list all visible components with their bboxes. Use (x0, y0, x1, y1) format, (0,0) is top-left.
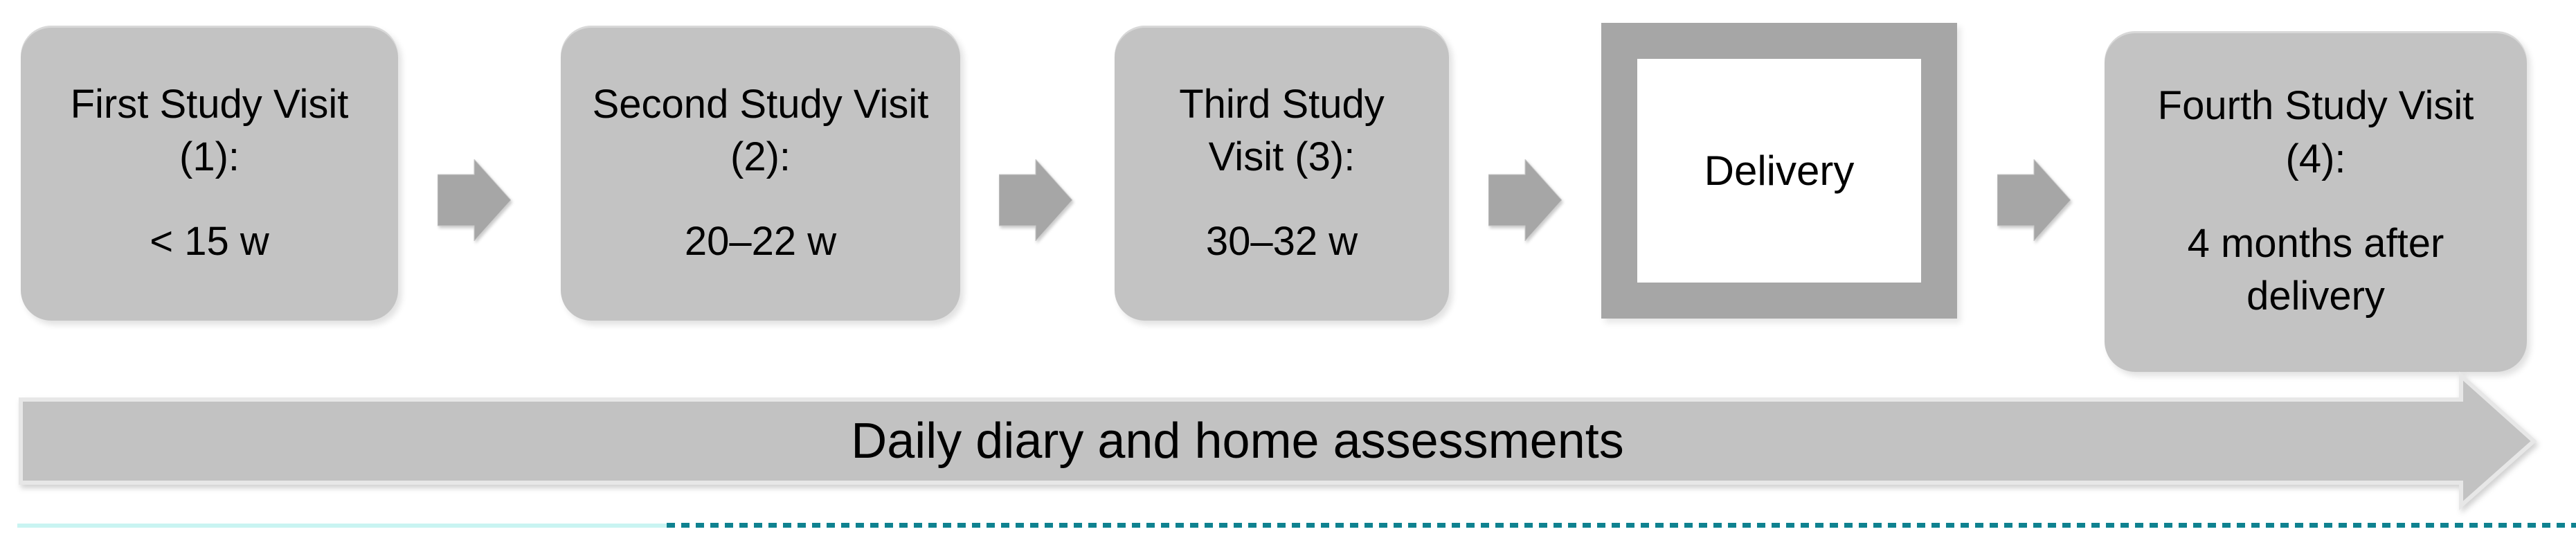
step-title: Second Study Visit (2): (592, 81, 929, 180)
study-visit-1-box: First Study Visit (1): < 15 w (21, 26, 398, 321)
step-period: 30–32 w (1205, 218, 1358, 264)
timeline-arrow-icon (19, 371, 2537, 510)
flow-arrow-icon (999, 159, 1072, 241)
divider-dashed-line (667, 523, 2576, 528)
delivery-box: Delivery (1601, 23, 1957, 319)
delivery-label: Delivery (1704, 147, 1855, 194)
study-visit-2-box: Second Study Visit (2): 20–22 w (561, 26, 960, 321)
flow-arrow-icon (1488, 159, 1562, 241)
step-title: First Study Visit (1): (70, 81, 349, 180)
study-visit-4-box: Fourth Study Visit (4): 4 months after d… (2105, 31, 2527, 372)
flow-arrow-icon (438, 159, 511, 241)
divider-solid-line (17, 524, 667, 528)
step-period: < 15 w (150, 218, 269, 264)
step-period: 20–22 w (684, 218, 837, 264)
flow-arrow-icon (1997, 159, 2071, 241)
step-period: 4 months after delivery (2187, 220, 2444, 319)
study-visit-3-box: Third Study Visit (3): 30–32 w (1115, 26, 1449, 321)
timeline-label: Daily diary and home assessments (851, 413, 1624, 469)
step-title: Third Study Visit (3): (1179, 81, 1385, 180)
step-title: Fourth Study Visit (4): (2157, 83, 2474, 181)
